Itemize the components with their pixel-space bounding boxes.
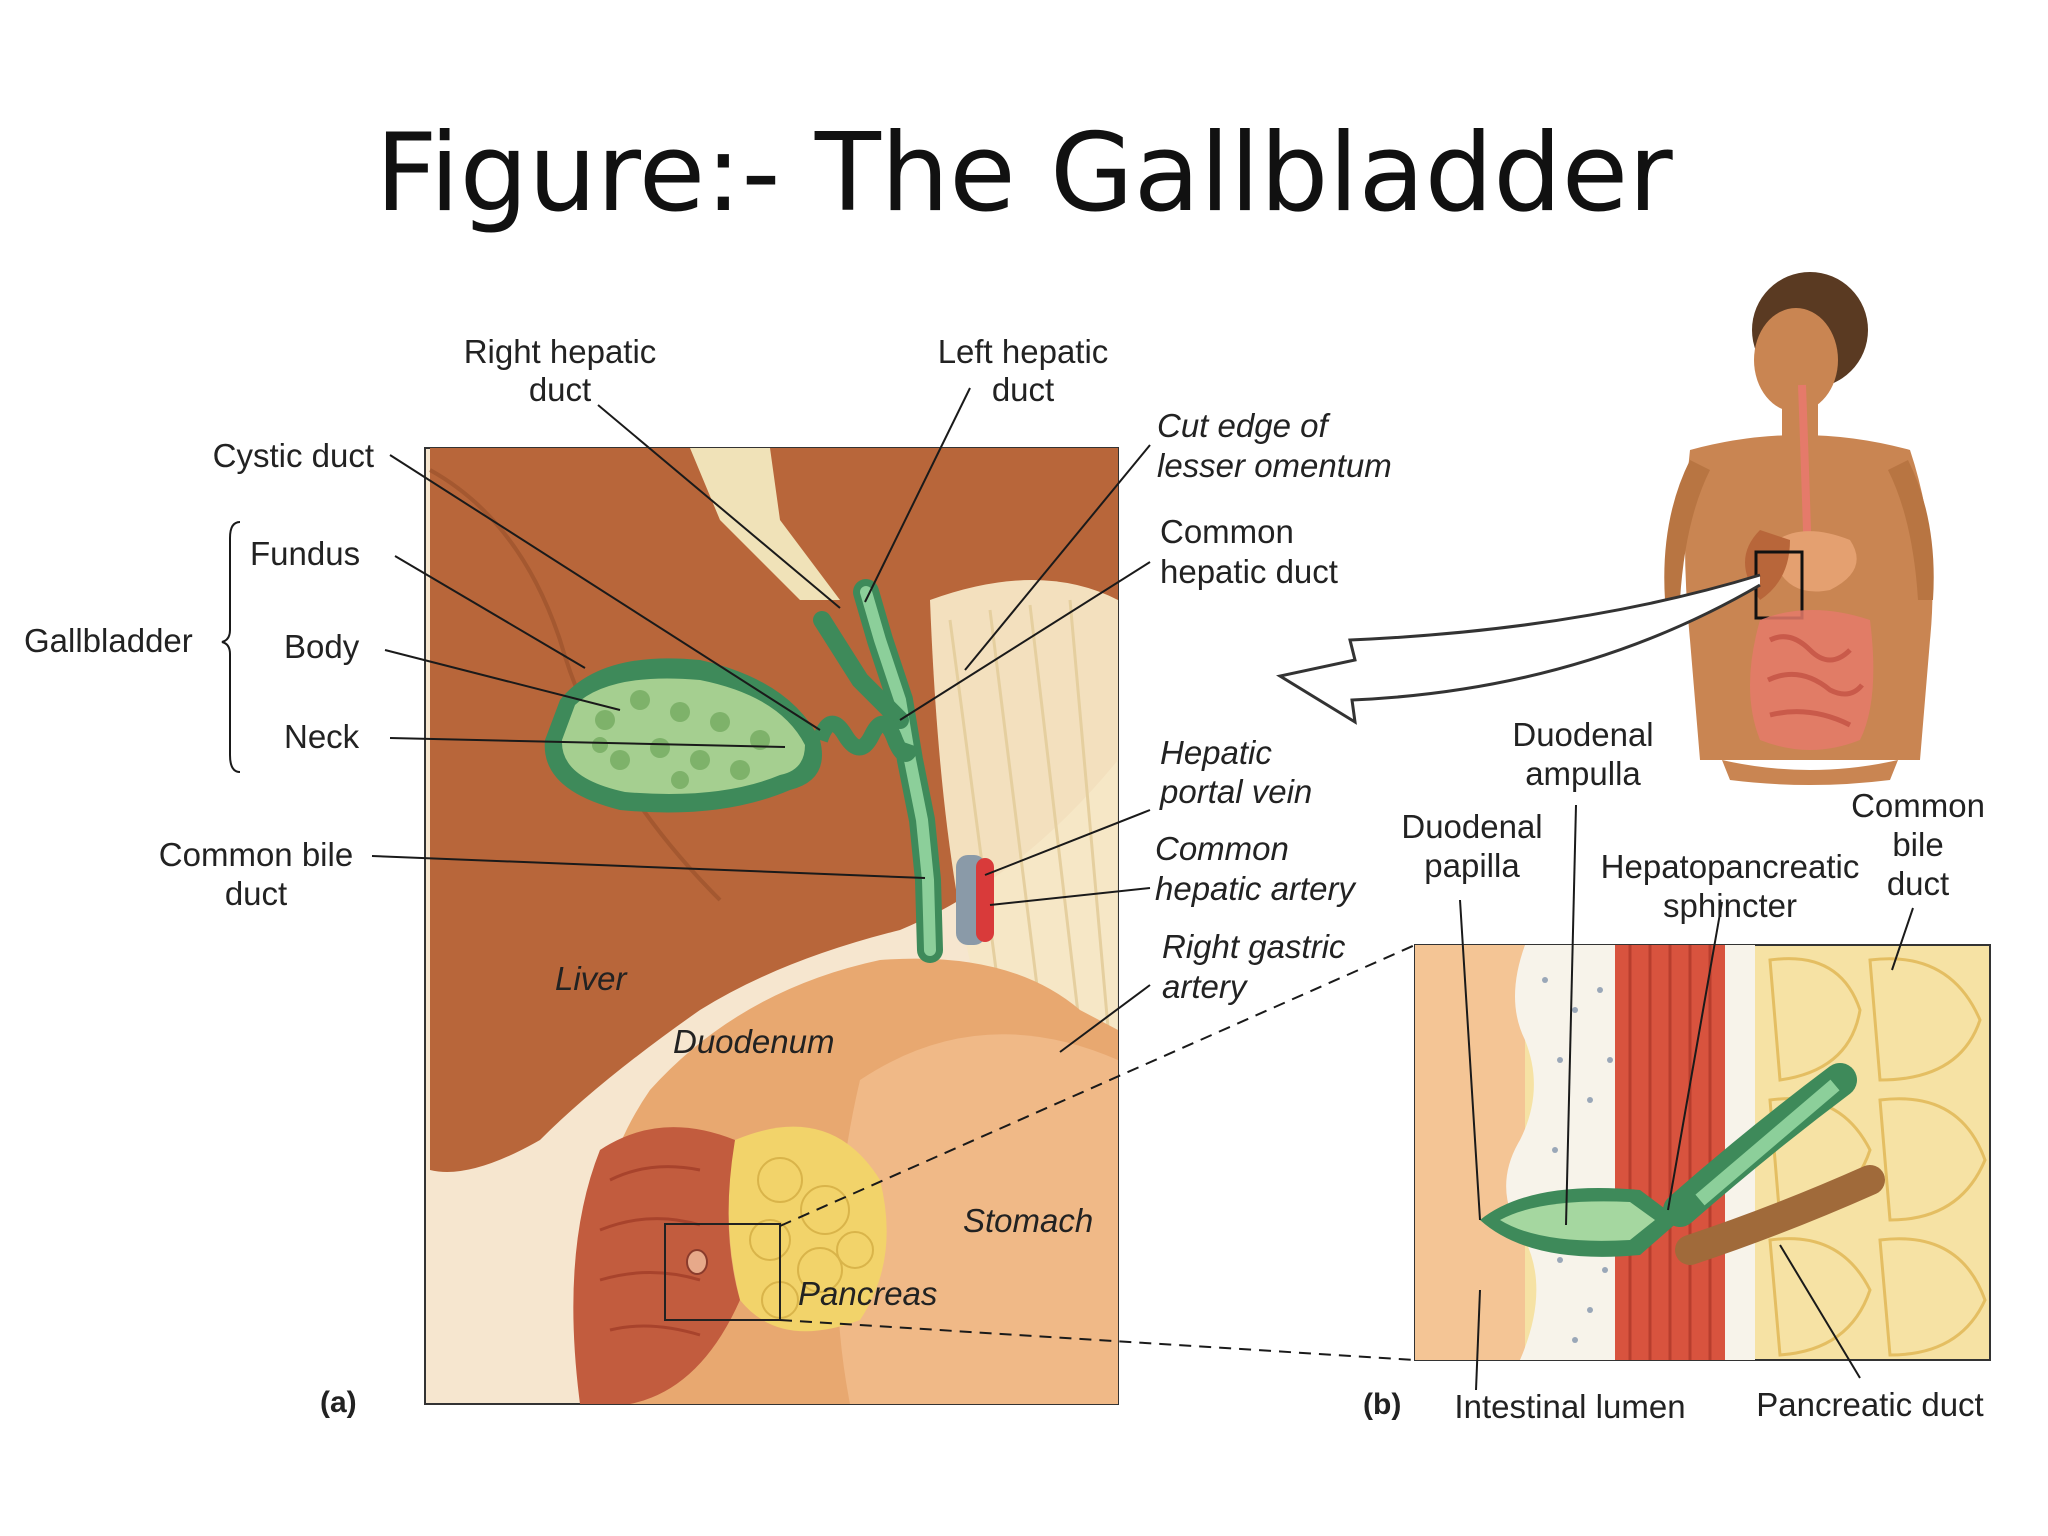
label-common-hepatic-artery-2: hepatic artery [1155,870,1357,907]
label-right-hepatic-duct-2: duct [529,371,591,408]
panel-a-illustration [424,447,1119,1405]
label-cystic-duct: Cystic duct [213,437,374,474]
label-common-bile-duct-b-2: bile [1892,826,1943,863]
label-duodenum: Duodenum [673,1023,834,1060]
label-stomach: Stomach [963,1202,1093,1239]
label-body: Body [284,628,360,665]
label-right-gastric-artery-2: artery [1162,968,1249,1005]
pointer-arrow [1276,573,1761,725]
label-common-bile-duct-b-1: Common [1851,787,1985,824]
connector-dash-top [779,944,1416,1227]
label-cut-edge-2: lesser omentum [1157,447,1392,484]
label-liver: Liver [555,960,629,997]
papilla-detail-box [664,1223,781,1321]
leader-lines [221,387,1914,1391]
label-duodenal-papilla-2: papilla [1424,847,1520,884]
label-right-gastric-artery-1: Right gastric [1162,928,1346,965]
panel-b-pancreatic-duct-shape [1675,1165,1885,1265]
panel-b-illustration [1414,944,1991,1361]
label-left-hepatic-duct-2: duct [992,371,1054,408]
label-common-hepatic-duct-2: hepatic duct [1160,553,1338,590]
label-hepatic-portal-vein-2: portal vein [1159,773,1312,810]
label-common-hepatic-duct-1: Common [1160,513,1294,550]
label-hepatopancreatic-sphincter-1: Hepatopancreatic [1601,848,1860,885]
panel-label-a: (a) [320,1386,357,1419]
stomach-shape [837,1034,1118,1404]
label-hepatopancreatic-sphincter-2: sphincter [1663,887,1797,924]
label-pancreatic-duct: Pancreatic duct [1756,1386,1983,1423]
label-neck: Neck [284,718,360,755]
label-common-bile-duct-a-1: Common bile [159,836,353,873]
label-common-bile-duct-b-3: duct [1887,865,1949,902]
label-common-hepatic-artery-1: Common [1155,830,1289,867]
label-right-hepatic-duct-1: Right hepatic [464,333,657,370]
label-left-hepatic-duct-1: Left hepatic [938,333,1109,370]
label-pancreas: Pancreas [798,1275,937,1312]
panel-label-b: (b) [1363,1388,1401,1421]
body-inset-illustration [1276,272,1934,785]
label-cut-edge-1: Cut edge of [1157,407,1331,444]
connector-dash-bottom [779,1319,1416,1361]
pancreas-shape [728,1126,887,1332]
label-duodenal-ampulla-1: Duodenal [1512,716,1653,753]
label-duodenal-papilla-1: Duodenal [1401,808,1542,845]
label-common-bile-duct-a-2: duct [225,875,287,912]
label-duodenal-ampulla-2: ampulla [1525,755,1641,792]
slide-title: Figure:- The Gallbladder [375,111,1673,236]
hepatic-artery-shape [976,858,994,942]
label-fundus: Fundus [250,535,360,572]
label-intestinal-lumen: Intestinal lumen [1454,1388,1685,1425]
cystic-duct-shape [812,715,920,762]
label-hepatic-portal-vein-1: Hepatic [1160,734,1272,771]
label-gallbladder: Gallbladder [24,622,193,659]
